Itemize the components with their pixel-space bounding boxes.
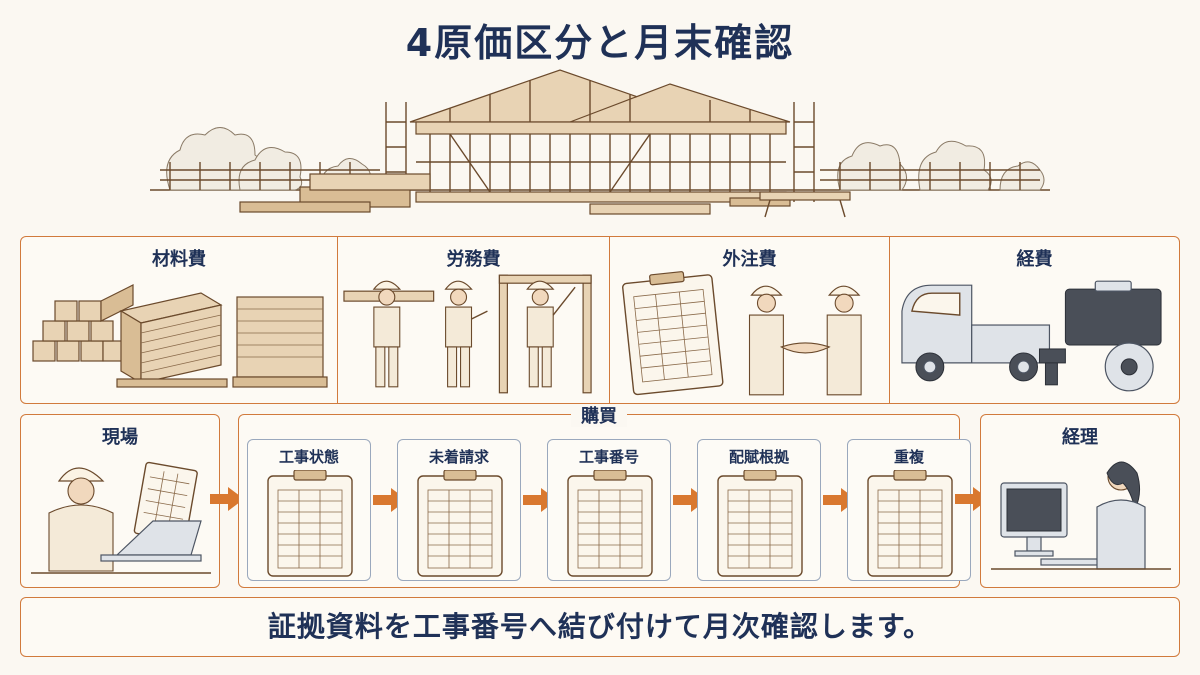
footer-message: 証拠資料を工事番号へ結び付けて月次確認します。: [20, 597, 1180, 657]
accountant-computer-icon: [991, 461, 1171, 570]
cost-category-labor: 労務費: [337, 237, 609, 403]
clipboard-icon: [267, 470, 353, 577]
cost-category-label: 労務費: [446, 249, 501, 270]
workers-icon: [343, 274, 592, 394]
cost-category-material: 材料費: [21, 237, 337, 403]
clipboard-icon: [567, 470, 653, 577]
purchase-label: 購買: [571, 406, 627, 427]
step-label: 配賦根拠: [728, 448, 789, 466]
cost-category-label: 経費: [1016, 249, 1053, 270]
arrow-right-icon: [210, 487, 244, 511]
purchase-panel: 購買 工事状態 未着請求: [238, 406, 971, 588]
step-label: 工事番号: [578, 448, 639, 466]
step-label: 重複: [893, 448, 924, 466]
clipboard-icon: [717, 470, 803, 577]
purchase-step-duplicate: 重複: [847, 439, 971, 581]
cost-categories-panel: 材料費: [20, 236, 1180, 404]
site-worker-laptop-icon: [31, 461, 211, 574]
cost-category-label: 外注費: [722, 249, 777, 270]
purchase-step-unreceived-invoice: 未着請求: [397, 439, 521, 581]
clipboard-icon: [417, 470, 503, 577]
truck-tools-icon: [901, 280, 1162, 392]
cost-category-label: 材料費: [152, 249, 206, 270]
purchase-step-construction-status: 工事状態: [247, 439, 371, 581]
clipboard-icon: [867, 470, 953, 577]
page-title: 4原価区分と月末確認: [405, 21, 795, 65]
cost-category-subcontract: 外注費: [609, 237, 889, 403]
site-label: 現場: [102, 427, 138, 448]
accounting-panel: 経理: [980, 414, 1180, 588]
handshake-contract-icon: [622, 271, 862, 396]
purchase-step-allocation-basis: 配賦根拠: [697, 439, 821, 581]
house-frame-illustration: [150, 69, 1050, 218]
step-label: 未着請求: [428, 448, 489, 466]
accounting-label: 経理: [1062, 427, 1098, 448]
step-label: 工事状態: [278, 448, 339, 466]
cost-category-expense: 経費: [889, 237, 1179, 403]
lumber-icon: [32, 284, 328, 388]
purchase-step-project-number: 工事番号: [547, 439, 671, 581]
site-panel: 現場: [20, 414, 220, 588]
